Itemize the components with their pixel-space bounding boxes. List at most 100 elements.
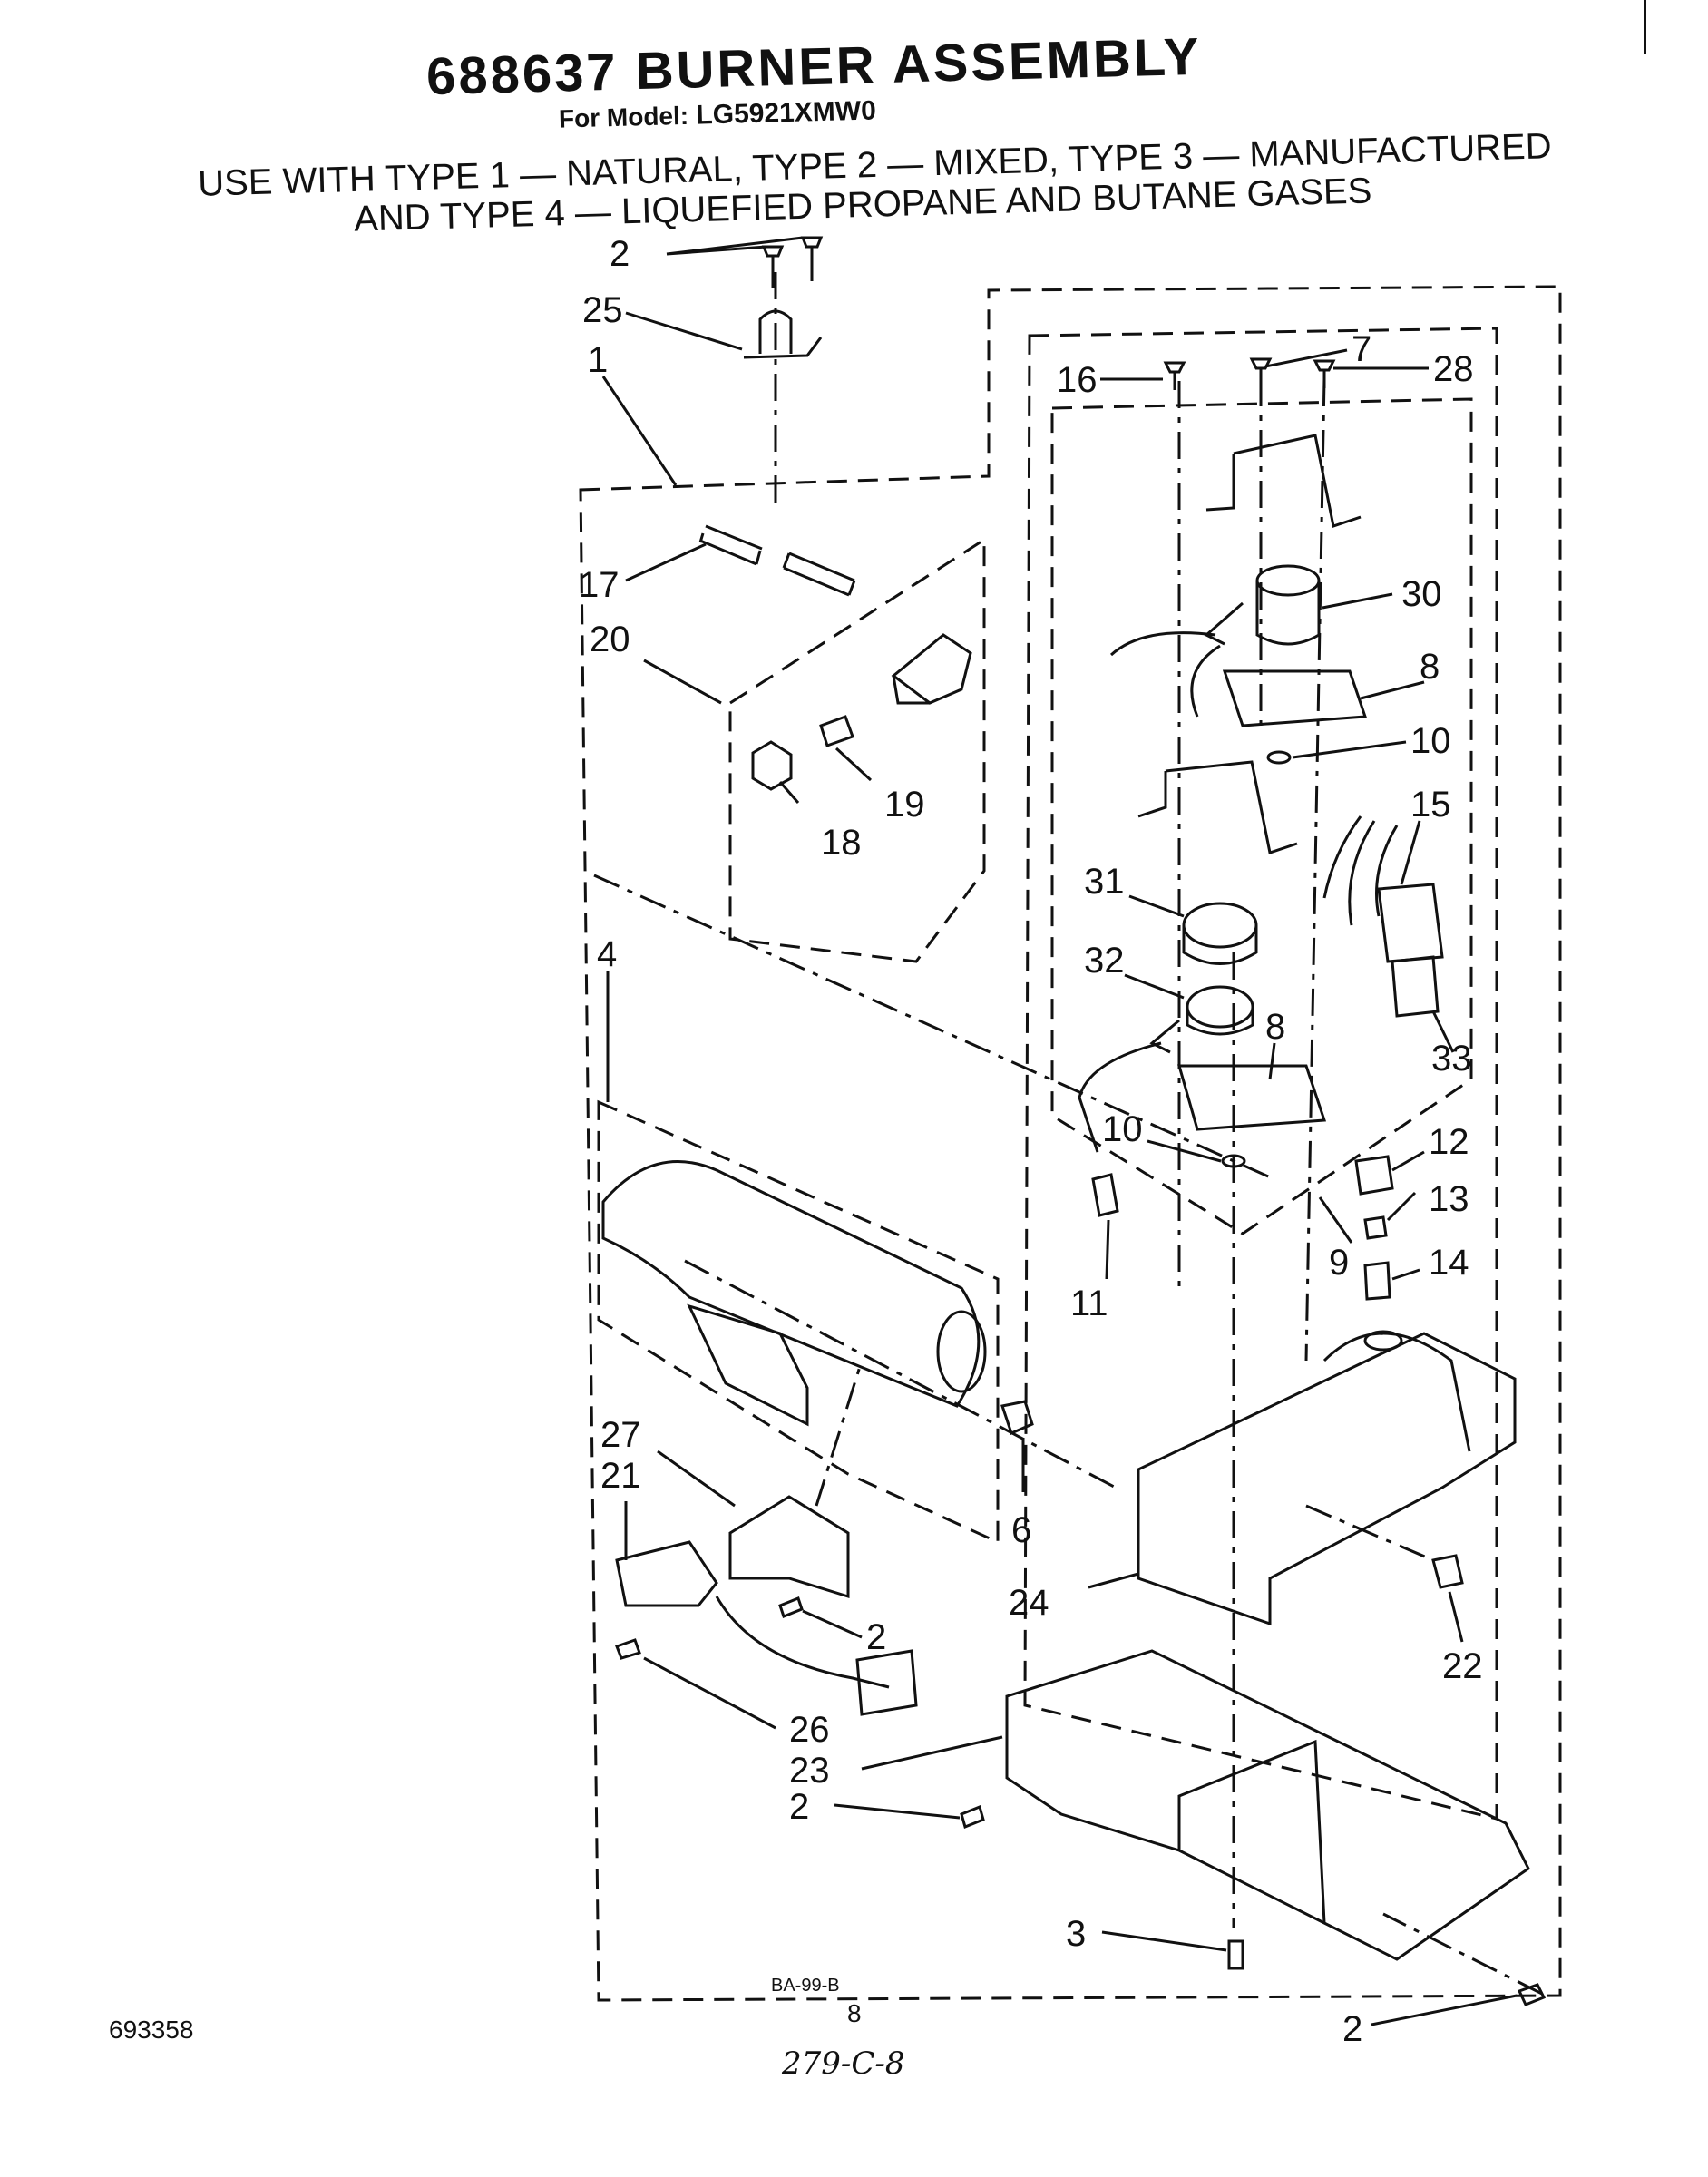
callout-4: 4 bbox=[597, 934, 617, 974]
leader-27 bbox=[657, 1450, 736, 1508]
bracket-upper bbox=[1205, 434, 1362, 528]
screw-axis-28 bbox=[1304, 378, 1326, 1362]
plate-8-lower bbox=[1177, 1064, 1327, 1131]
callout-2-top: 2 bbox=[610, 234, 630, 274]
callout-16: 16 bbox=[1057, 360, 1098, 400]
cap-12 bbox=[1354, 1155, 1394, 1196]
callout-12: 12 bbox=[1429, 1122, 1469, 1162]
coil-32-leads bbox=[1078, 1041, 1162, 1153]
leader-8-upper bbox=[1360, 680, 1425, 700]
callout-6: 6 bbox=[1011, 1510, 1031, 1550]
callout-13: 13 bbox=[1429, 1179, 1469, 1219]
callout-2-bottom: 2 bbox=[1342, 2009, 1362, 2049]
callout-14: 14 bbox=[1429, 1243, 1469, 1283]
screw-2-bracket bbox=[960, 1804, 985, 1830]
leader-20 bbox=[643, 659, 722, 705]
callout-1: 1 bbox=[588, 340, 608, 380]
callout-26: 26 bbox=[789, 1710, 830, 1750]
callout-31: 31 bbox=[1084, 862, 1125, 902]
document-number: 693358 bbox=[109, 2016, 194, 2044]
spring-13 bbox=[1363, 1215, 1388, 1240]
screw-2-bottom-right bbox=[1517, 1983, 1547, 2006]
burner-group-boundary-4 bbox=[597, 1099, 1000, 1545]
callout-17: 17 bbox=[579, 565, 620, 605]
scan-edge-mark bbox=[1644, 0, 1646, 54]
mounting-bracket-23-flange bbox=[1177, 1739, 1326, 1924]
washer-10-lower bbox=[1221, 1154, 1246, 1168]
burner-axis-line bbox=[684, 1259, 1117, 1489]
leader-14 bbox=[1391, 1268, 1420, 1281]
callout-11: 11 bbox=[1070, 1284, 1108, 1323]
callout-33: 33 bbox=[1431, 1039, 1472, 1079]
callout-9: 9 bbox=[1329, 1243, 1349, 1283]
burner-bracket bbox=[687, 1303, 809, 1427]
drawing-code: BA-99-B bbox=[771, 1976, 840, 1996]
leader-10-lower bbox=[1147, 1139, 1222, 1163]
leader-19 bbox=[834, 747, 873, 782]
leader-7 bbox=[1264, 348, 1348, 368]
leader-3 bbox=[1101, 1930, 1227, 1952]
callout-8-lower: 8 bbox=[1265, 1007, 1285, 1047]
tube-17a bbox=[698, 524, 763, 566]
coil-30-leads bbox=[1109, 631, 1221, 718]
leader-31 bbox=[1128, 894, 1185, 918]
callout-15: 15 bbox=[1410, 785, 1451, 825]
leader-17 bbox=[625, 542, 707, 582]
screw-3 bbox=[1227, 1939, 1244, 1970]
callout-2-ignitor: 2 bbox=[866, 1617, 886, 1657]
leader-32 bbox=[1124, 973, 1185, 1000]
leader-2-bottom bbox=[1371, 1994, 1518, 2026]
fitting-22 bbox=[1431, 1554, 1464, 1589]
callout-28: 28 bbox=[1433, 349, 1474, 389]
callout-18: 18 bbox=[821, 823, 862, 863]
plug-11 bbox=[1091, 1173, 1119, 1217]
connector-33 bbox=[1391, 955, 1440, 1018]
leader-2-bracket bbox=[834, 1803, 961, 1820]
ignitor-axis bbox=[815, 1360, 864, 1507]
callout-2-bracket: 2 bbox=[789, 1787, 809, 1827]
burner-tube bbox=[601, 1160, 981, 1408]
leader-10-upper bbox=[1292, 740, 1407, 759]
callout-20: 20 bbox=[590, 620, 630, 659]
ignitor-leads bbox=[715, 1596, 890, 1689]
screw-28 bbox=[1313, 359, 1336, 388]
orifice-19 bbox=[819, 715, 854, 747]
leader-25 bbox=[625, 311, 743, 351]
screw-2-ignitor bbox=[778, 1596, 804, 1618]
ignitor-bracket-27 bbox=[728, 1495, 850, 1599]
bracket-lower bbox=[1137, 760, 1298, 854]
callout-3: 3 bbox=[1066, 1914, 1086, 1954]
callout-7: 7 bbox=[1352, 329, 1371, 369]
leader-18 bbox=[778, 781, 800, 804]
bracket-25 bbox=[743, 309, 823, 359]
callout-22: 22 bbox=[1442, 1646, 1483, 1686]
gas-path-line bbox=[593, 874, 1275, 1181]
orifice-6 bbox=[1000, 1400, 1034, 1436]
screw-16 bbox=[1163, 361, 1186, 390]
spring-14 bbox=[1363, 1261, 1391, 1301]
screw-2-top-left bbox=[761, 245, 785, 288]
ignitor-21 bbox=[615, 1540, 718, 1607]
leader-2-top bbox=[666, 236, 804, 256]
coil-31-body bbox=[1182, 925, 1258, 965]
leader-8-lower bbox=[1268, 1042, 1276, 1080]
callout-8-upper: 8 bbox=[1420, 647, 1440, 687]
ignitor-plug bbox=[855, 1649, 918, 1716]
leader-12 bbox=[1391, 1150, 1425, 1172]
burner-tube-mouth bbox=[936, 1310, 987, 1393]
leader-30 bbox=[1322, 592, 1393, 610]
callout-23: 23 bbox=[789, 1751, 830, 1791]
nut-18 bbox=[751, 740, 793, 791]
leader-15 bbox=[1400, 820, 1421, 885]
gas-valve-dome bbox=[1322, 1332, 1471, 1452]
elbow-fitting bbox=[891, 633, 972, 705]
leader-26 bbox=[643, 1656, 776, 1730]
screw-axis-22 bbox=[1305, 1504, 1434, 1562]
callout-10-upper: 10 bbox=[1410, 721, 1451, 761]
callout-19: 19 bbox=[884, 785, 925, 825]
assembly-boundary-1 bbox=[579, 285, 1562, 2002]
screw-axis-2b bbox=[1382, 1912, 1543, 1996]
callout-32: 32 bbox=[1084, 941, 1125, 981]
screw-2-top-right bbox=[800, 236, 824, 281]
